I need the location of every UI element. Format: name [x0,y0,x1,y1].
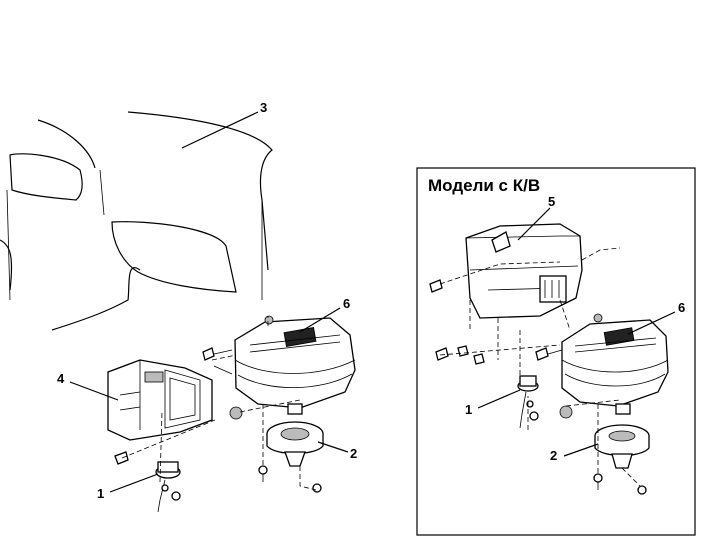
inset-callout-5: 5 [548,194,555,209]
left-callouts: 3 4 6 2 1 [57,100,357,501]
left-assembly-lines [121,316,317,491]
left-blower-motor [266,403,324,467]
inset-screws [429,279,647,495]
inset-resistor [517,375,539,429]
left-intake-housing [107,359,213,441]
left-blower-case [234,315,356,409]
inset-blower-case [559,313,669,419]
callout-2: 2 [350,446,357,461]
left-screws [114,347,322,493]
inset-assembly-lines [439,247,641,487]
inset-callout-1: 1 [465,402,472,417]
callout-1: 1 [97,486,104,501]
inset-callout-6: 6 [678,300,685,315]
callout-3: 3 [260,100,267,115]
inset-frame [416,167,696,536]
dashboard-outline [0,111,273,331]
callout-6: 6 [343,296,350,311]
inset-blower-motor [594,403,650,469]
left-resistor [155,461,181,513]
inset-callouts: 5 6 1 2 [465,194,685,463]
inset-evaporator-housing [465,223,583,319]
inset-callout-2: 2 [550,448,557,463]
callout-4: 4 [57,371,65,386]
inset-title: Модели с К/В [428,176,540,195]
